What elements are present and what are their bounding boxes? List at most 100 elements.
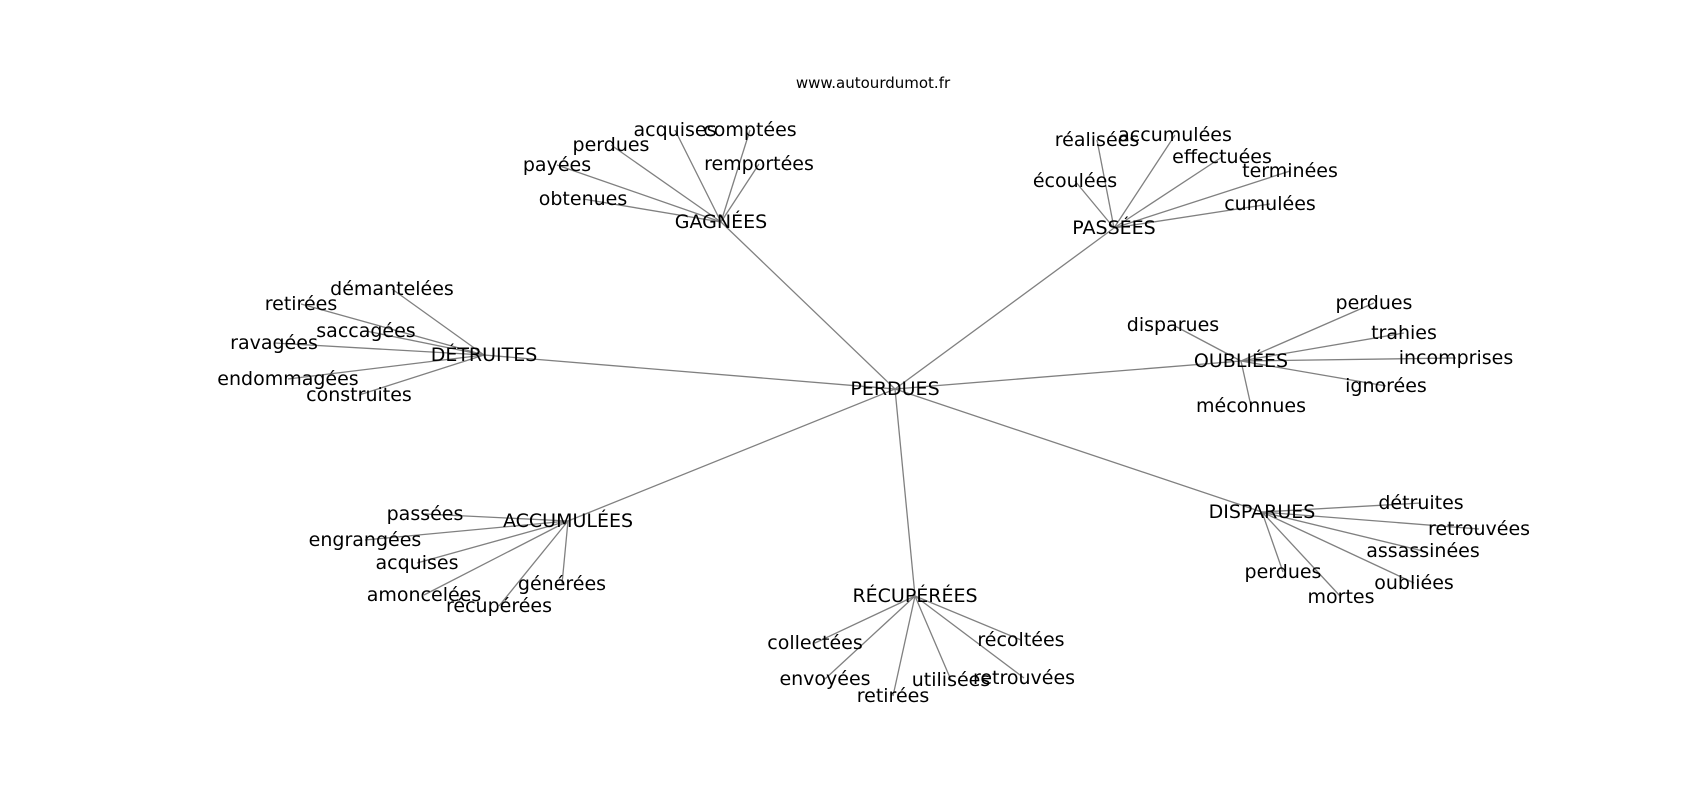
leaf-node-amoncelees: amoncelées — [367, 584, 482, 606]
hub-node-accumulees: ACCUMULÉES — [503, 509, 633, 532]
edge-accumulees-engrangees — [364, 520, 569, 541]
edge-passees-ecoulees — [1074, 180, 1115, 229]
leaf-node-effectuees: effectuées — [1172, 146, 1272, 168]
leaf-node-construites: construites — [306, 384, 412, 406]
leaf-node-perdues: perdues — [573, 134, 650, 156]
leaf-node-cumulees: cumulées — [1224, 193, 1316, 215]
leaf-node-utilisees: utilisées — [912, 669, 991, 691]
edge-recuperees-collectees — [814, 595, 916, 644]
edge-oubliees-disparues — [1172, 324, 1242, 362]
edge-passees-realisees — [1096, 139, 1115, 229]
hub-node-gagnees: GAGNÉES — [675, 210, 767, 233]
edge-disparues-retrouvees — [1261, 511, 1480, 530]
leaf-node-demantelees: démantelées — [330, 278, 454, 300]
edge-accumulees-recuperees — [498, 520, 569, 607]
edge-accumulees-generees — [561, 520, 569, 585]
edge-center-gagnees — [720, 221, 896, 390]
leaf-node-ignorees: ignorées — [1345, 375, 1427, 397]
edge-oubliees-incomprises — [1240, 357, 1457, 362]
edge-gagnees-payees — [556, 164, 722, 223]
leaf-node-comptees: comptées — [703, 119, 796, 141]
hub-node-recuperees: RÉCUPÉRÉES — [852, 584, 977, 607]
edge-disparues-oubliees — [1261, 511, 1415, 584]
edge-recuperees-recoltees — [914, 595, 1022, 641]
leaf-node-saccagees: saccagées — [316, 320, 415, 342]
edge-disparues-assassinees — [1261, 511, 1424, 552]
edge-accumulees-acquises — [416, 520, 569, 564]
leaf-node-oubliees: oubliées — [1374, 572, 1454, 594]
hub-node-disparues: DISPARUES — [1209, 501, 1316, 523]
leaf-node-acquises: acquises — [634, 119, 717, 141]
leaf-node-detruites: détruites — [1378, 492, 1463, 514]
edge-center-disparues — [894, 388, 1263, 513]
hub-node-detruites: DÉTRUITES — [431, 343, 538, 366]
leaf-node-retirees: retirées — [857, 685, 929, 707]
edge-passees-terminees — [1113, 170, 1291, 229]
edge-center-detruites — [483, 354, 896, 390]
leaf-node-acquises: acquises — [376, 552, 459, 574]
edge-oubliees-perdues — [1240, 302, 1375, 362]
edge-oubliees-ignorees — [1240, 360, 1387, 387]
leaf-node-payees: payées — [523, 154, 591, 176]
edge-oubliees-trahies — [1240, 332, 1405, 362]
leaf-node-trahies: trahies — [1371, 322, 1437, 344]
edge-detruites-endommagees — [287, 354, 485, 380]
leaf-node-recuperees: récupérées — [446, 595, 552, 617]
leaf-node-disparues: disparues — [1127, 314, 1219, 336]
leaf-node-assassinees: assassinées — [1366, 540, 1479, 562]
edge-center-accumulees — [567, 388, 896, 522]
leaf-node-perdues: perdues — [1336, 292, 1413, 314]
leaf-node-endommagees: endommagées — [217, 368, 358, 390]
edge-gagnees-obtenues — [582, 198, 722, 223]
edge-recuperees-envoyees — [824, 595, 916, 680]
edge-gagnees-perdues — [610, 144, 722, 223]
center-node-label: PERDUES — [850, 378, 939, 400]
leaf-node-recoltees: récoltées — [977, 629, 1064, 651]
edge-center-oubliees — [894, 360, 1242, 390]
edge-detruites-construites — [358, 354, 485, 396]
leaf-node-incomprises: incomprises — [1399, 347, 1514, 369]
leaf-node-meconnues: méconnues — [1196, 395, 1306, 417]
leaf-node-realisees: réalisées — [1055, 129, 1139, 151]
leaf-node-collectees: collectées — [767, 632, 863, 654]
edge-recuperees-retirees — [892, 595, 916, 697]
leaf-node-terminees: terminées — [1242, 160, 1338, 182]
edge-detruites-ravagees — [273, 342, 485, 356]
edge-gagnees-remportees — [720, 163, 760, 223]
edge-center-recuperees — [894, 388, 916, 597]
edge-detruites-demantelees — [391, 288, 485, 356]
edge-passees-effectuees — [1113, 156, 1223, 229]
leaf-node-generees: générées — [518, 573, 606, 595]
leaf-node-accumulees: accumulées — [1118, 124, 1232, 146]
edge-detruites-retirees — [300, 303, 485, 356]
graph-labels: PERDUESGAGNÉESacquisescomptéesperduespay… — [217, 119, 1530, 707]
site-watermark: www.autourdumot.fr — [796, 74, 951, 92]
edge-recuperees-retrouvees — [914, 595, 1025, 679]
edge-disparues-perdues — [1261, 511, 1284, 573]
leaf-node-passees: passées — [387, 503, 464, 525]
edge-recuperees-utilisees — [914, 595, 952, 681]
hub-node-oubliees: OUBLIÉES — [1194, 349, 1288, 372]
leaf-node-envoyees: envoyées — [779, 668, 870, 690]
leaf-node-ecoulees: écoulées — [1033, 170, 1117, 192]
leaf-node-retrouvees: retrouvées — [973, 667, 1075, 689]
leaf-node-obtenues: obtenues — [539, 188, 628, 210]
edge-gagnees-acquises — [674, 129, 722, 223]
edge-passees-accumulees — [1113, 134, 1176, 229]
leaf-node-retrouvees: retrouvées — [1428, 518, 1530, 540]
edge-detruites-saccagees — [365, 330, 485, 356]
edge-gagnees-comptees — [720, 129, 751, 223]
leaf-node-perdues: perdues — [1245, 561, 1322, 583]
edge-accumulees-amoncelees — [423, 520, 569, 596]
graph-edges — [273, 129, 1480, 697]
leaf-node-mortes: mortes — [1308, 586, 1375, 608]
edge-center-passees — [894, 227, 1115, 390]
leaf-node-retirees: retirées — [265, 293, 337, 315]
leaf-node-ravagees: ravagées — [230, 332, 318, 354]
edge-accumulees-passees — [424, 513, 569, 522]
edge-oubliees-meconnues — [1240, 360, 1252, 407]
leaf-node-remportees: remportées — [704, 153, 814, 175]
edge-passees-cumulees — [1113, 203, 1271, 229]
edge-disparues-detruites — [1261, 502, 1422, 513]
